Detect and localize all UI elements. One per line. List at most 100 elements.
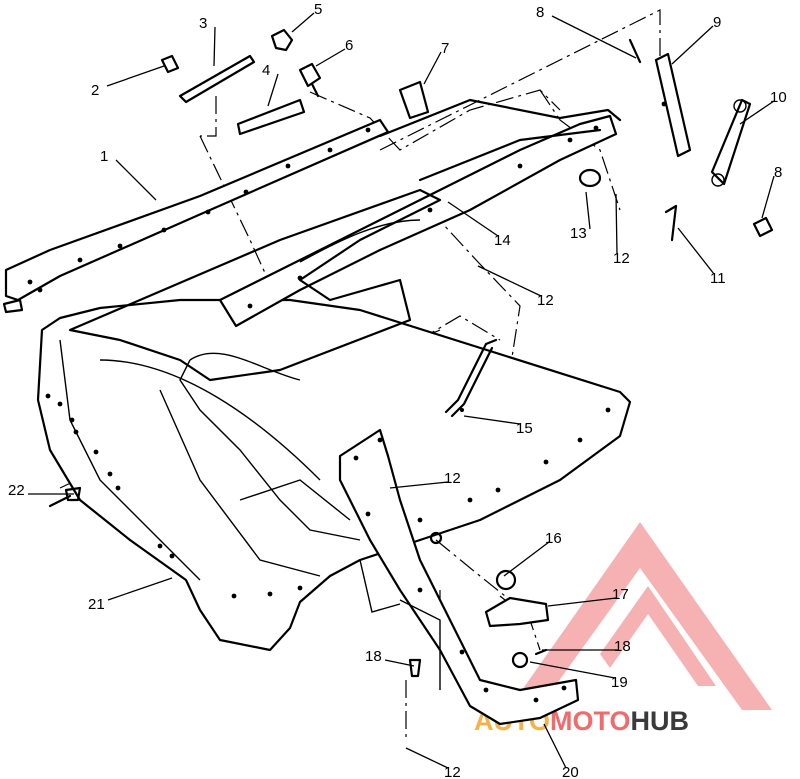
callout-number: 14 bbox=[494, 232, 511, 249]
callout-leader-line bbox=[543, 723, 567, 769]
callout-c14: 14 bbox=[447, 201, 511, 249]
part-18-19-fasteners bbox=[408, 648, 548, 678]
part-2-rivet bbox=[160, 54, 180, 74]
part-21-nosepan bbox=[36, 298, 632, 652]
callout-c5: 5 bbox=[291, 1, 322, 33]
callout-leader-line bbox=[315, 48, 346, 67]
callout-number: 18 bbox=[365, 648, 382, 665]
callout-number: 10 bbox=[770, 89, 787, 106]
watermark-text: AUTOMOTOHUB bbox=[474, 706, 689, 736]
part-22-rivet bbox=[48, 486, 82, 508]
callout-c1: 1 bbox=[100, 148, 157, 201]
callout-leader-line bbox=[107, 577, 173, 601]
callout-c19: 19 bbox=[529, 661, 628, 691]
watermark-text-moto: MOTO bbox=[550, 706, 631, 736]
callout-c4: 4 bbox=[262, 62, 279, 107]
part-11-stud bbox=[664, 204, 678, 242]
part-14-bracket-plate bbox=[218, 114, 618, 328]
callout-leader-line bbox=[671, 25, 714, 65]
part-4-strip bbox=[236, 98, 306, 136]
callout-leader-line bbox=[213, 26, 216, 67]
callout-c18b: 18 bbox=[365, 648, 415, 667]
callout-leader-line bbox=[115, 159, 157, 201]
callout-c10: 10 bbox=[739, 89, 787, 125]
part-15-bracket bbox=[444, 338, 498, 418]
callout-c9: 9 bbox=[671, 14, 721, 65]
callout-number: 1 bbox=[100, 148, 108, 165]
callout-leader-line bbox=[547, 597, 617, 607]
callout-number: 19 bbox=[611, 674, 628, 691]
callout-c16: 16 bbox=[503, 530, 562, 577]
callout-c8a: 8 bbox=[536, 4, 637, 59]
callout-number: 15 bbox=[516, 420, 533, 437]
part-7-clip bbox=[398, 80, 430, 120]
callout-number: 6 bbox=[345, 37, 353, 54]
nosepan-holes bbox=[45, 393, 611, 599]
callout-c17: 17 bbox=[547, 586, 629, 607]
callout-leader-line bbox=[447, 201, 499, 237]
callout-leader-line bbox=[529, 661, 616, 679]
part-10-hinge-arm bbox=[710, 98, 752, 187]
callout-leader-line bbox=[291, 12, 315, 33]
callout-number: 9 bbox=[713, 14, 721, 31]
callout-c20: 20 bbox=[543, 723, 579, 779]
callout-number: 2 bbox=[91, 82, 99, 99]
callout-leader-line bbox=[384, 659, 415, 667]
callout-leader-line bbox=[761, 175, 775, 219]
callout-leader-line bbox=[615, 193, 618, 255]
callout-number: 12 bbox=[444, 470, 461, 487]
callout-leader-line bbox=[106, 65, 165, 87]
callout-number: 7 bbox=[441, 40, 449, 57]
callout-number: 18 bbox=[614, 638, 631, 655]
callout-number: 12 bbox=[444, 764, 461, 779]
callout-number: 22 bbox=[8, 482, 25, 499]
part-5-nut bbox=[270, 28, 294, 52]
callout-leader-line bbox=[551, 15, 637, 59]
part-3-strip bbox=[178, 54, 256, 104]
callout-c22: 22 bbox=[8, 482, 74, 499]
callout-number: 3 bbox=[199, 15, 207, 32]
callout-c12b: 12 bbox=[477, 265, 554, 309]
callout-number: 4 bbox=[262, 62, 270, 79]
watermark-text-hub: HUB bbox=[631, 706, 690, 736]
part-13-bushing bbox=[578, 168, 602, 188]
callout-c8b: 8 bbox=[761, 164, 782, 219]
callout-c12a: 12 bbox=[613, 193, 630, 267]
watermark-inner-triangle bbox=[600, 586, 716, 686]
callout-leader-line bbox=[405, 747, 449, 769]
callout-number: 12 bbox=[613, 250, 630, 267]
callout-c13: 13 bbox=[570, 191, 591, 242]
callout-leader-line bbox=[389, 481, 449, 489]
callout-number: 17 bbox=[612, 586, 629, 603]
inner-floor-panel bbox=[68, 188, 442, 382]
callout-leader-line bbox=[503, 541, 550, 577]
callout-number: 21 bbox=[88, 596, 105, 613]
part-16-plug bbox=[429, 531, 517, 591]
callout-c15: 15 bbox=[463, 415, 533, 437]
callout-number: 20 bbox=[562, 764, 579, 779]
upper-rail bbox=[378, 98, 622, 182]
part-20-front-brace bbox=[338, 428, 580, 726]
part-9-support bbox=[654, 52, 692, 158]
callout-number: 13 bbox=[570, 225, 587, 242]
part-17-plate bbox=[484, 596, 550, 628]
callout-c7: 7 bbox=[423, 40, 449, 85]
part-1-bumper-bar bbox=[2, 118, 390, 314]
bumper-holes bbox=[27, 127, 371, 293]
part-6-bolt bbox=[298, 62, 322, 98]
callout-number: 5 bbox=[314, 1, 322, 18]
callout-c3: 3 bbox=[199, 15, 216, 67]
callout-c2: 2 bbox=[91, 65, 165, 99]
callout-number: 11 bbox=[710, 270, 726, 287]
callout-leader-line bbox=[677, 227, 715, 275]
callout-c12c: 12 bbox=[389, 470, 461, 489]
callout-leader-line bbox=[477, 265, 542, 297]
callout-leader-line bbox=[585, 191, 591, 230]
callout-number: 16 bbox=[545, 530, 562, 547]
callout-c11: 11 bbox=[677, 227, 726, 287]
callout-leader-line bbox=[739, 100, 775, 125]
callout-number: 12 bbox=[537, 292, 554, 309]
